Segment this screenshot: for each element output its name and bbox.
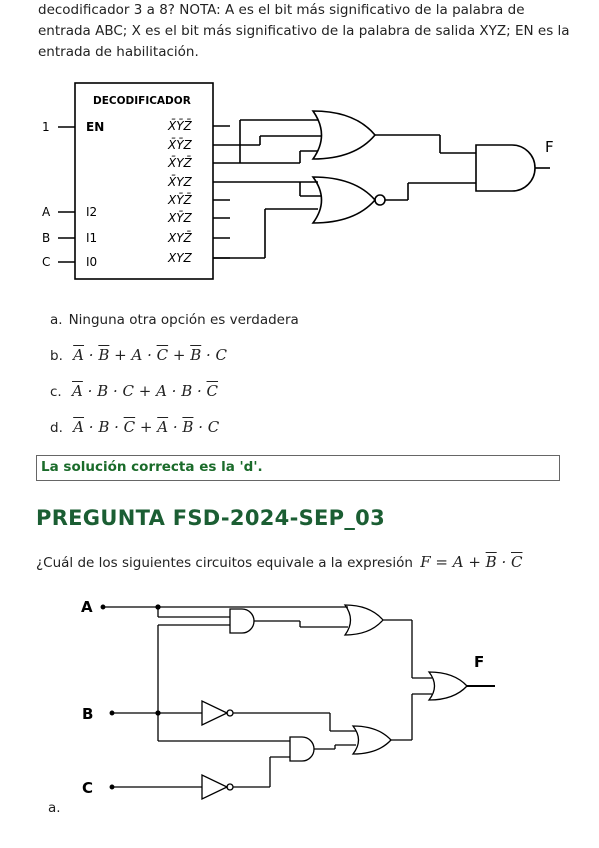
input-signal-c: C [42, 255, 50, 269]
decoder-circuit-diagram: DECODIFICADOR EN 1 A B C I2 I1 I0 X̄ȲZ̄ … [42, 82, 554, 280]
option-a: a.Ninguna otra opción es verdadera [50, 312, 299, 328]
answer-a-circuit-diagram: A B C F [81, 598, 495, 801]
pin-i2: I2 [86, 205, 97, 219]
nor-gate [311, 176, 377, 224]
decoder-output-labels: X̄ȲZ̄ X̄ȲZ X̄YZ̄ X̄YZ XȲZ̄ XȲZ XYZ̄ XYZ [167, 119, 193, 265]
svg-text:X̄ȲZ̄: X̄ȲZ̄ [167, 119, 193, 133]
input-signal-a: A [42, 205, 51, 219]
decoder-block [74, 82, 214, 280]
signal-c-label: C [82, 779, 93, 797]
en-input-value: 1 [42, 120, 50, 134]
svg-text:X̄ȲZ: X̄ȲZ [167, 138, 193, 152]
question-text: ¿Cuál de los siguientes circuitos equiva… [36, 553, 523, 571]
option-b: b. A · B + A · C + B · C [50, 346, 228, 364]
output-f-label: F [545, 138, 554, 156]
signal-f-label: F [474, 653, 484, 671]
or-gate [311, 110, 377, 160]
pin-i1: I1 [86, 231, 97, 245]
option-d: d. A · B · C + A · B · C [50, 418, 220, 436]
signal-b-label: B [82, 705, 93, 723]
intro-paragraph: decodificador 3 a 8? NOTA: A es el bit m… [38, 2, 570, 60]
en-pin-label: EN [86, 120, 104, 134]
svg-text:XYZ̄: XYZ̄ [167, 231, 193, 245]
option-c: c. A · B · C + A · B · C [50, 382, 219, 400]
input-signal-b: B [42, 231, 50, 245]
svg-text:XȲZ: XȲZ [167, 211, 193, 225]
or-gate-final [427, 671, 468, 701]
and-gate-bottom [289, 736, 315, 762]
svg-text:XȲZ̄: XȲZ̄ [167, 193, 193, 207]
svg-text:XYZ: XYZ [167, 251, 193, 265]
and-gate [475, 144, 536, 192]
decoder-title: DECODIFICADOR [93, 95, 191, 107]
question-heading: PREGUNTA FSD-2024-SEP_03 [36, 506, 385, 530]
or-gate-bottom [351, 725, 392, 755]
not-gate-c [201, 773, 229, 801]
nor-bubble [374, 194, 386, 206]
not-gate-b [201, 699, 229, 727]
pin-i0: I0 [86, 255, 97, 269]
svg-text:X̄YZ̄: X̄YZ̄ [167, 156, 193, 170]
signal-a-label: A [81, 598, 93, 616]
and-gate-top [229, 608, 255, 634]
svg-text:X̄YZ: X̄YZ [167, 175, 193, 189]
answer-a-label: a. [48, 800, 61, 816]
solution-box: La solución correcta es la 'd'. [36, 455, 560, 481]
or-gate-top [343, 604, 384, 636]
